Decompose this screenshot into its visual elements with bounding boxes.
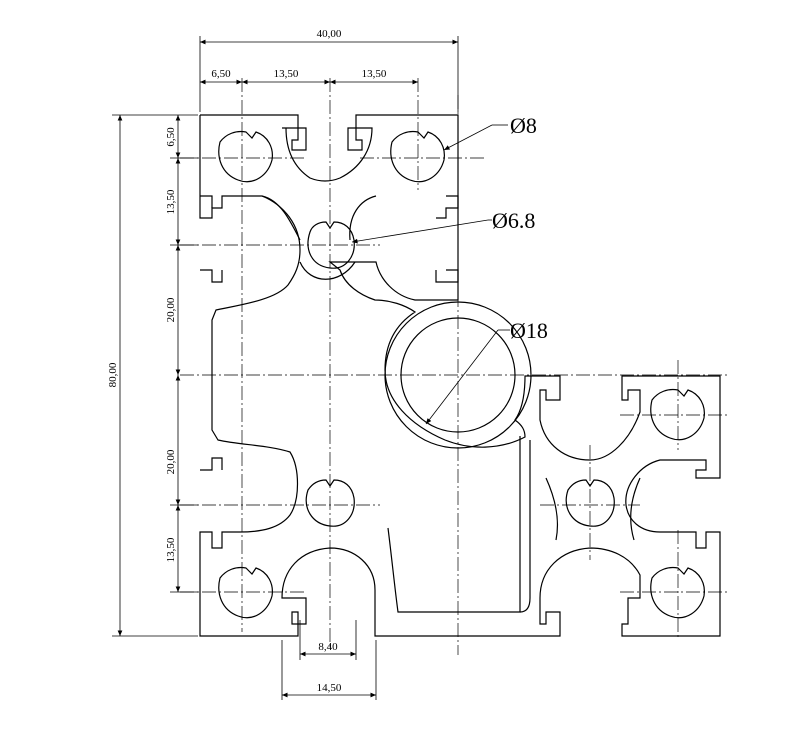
- dim-left-offset: 6,50: [211, 68, 231, 80]
- hole-bottom-left: [218, 566, 273, 619]
- dim-pitch-a: 13,50: [274, 68, 299, 80]
- hole-top-left: [218, 130, 273, 183]
- hole-right-top: [650, 388, 705, 441]
- callout-labels: Ø8 Ø6.8 Ø18: [492, 113, 548, 343]
- dim-top-offset: 6,50: [165, 127, 177, 147]
- dim-overall-height: 80,00: [107, 362, 119, 387]
- dim-overall-width: 40,00: [317, 28, 342, 40]
- callout-hole-small: Ø6.8: [492, 208, 535, 233]
- dim-vertical-c: 20,00: [165, 449, 177, 474]
- callout-leaders: [351, 124, 510, 425]
- dim-slot-outer-width: 14,50: [317, 682, 342, 694]
- dim-vertical-d: 13,50: [165, 537, 177, 562]
- dim-slot-width: 8,40: [318, 641, 338, 653]
- hole-right-mid: [565, 479, 615, 527]
- dim-pitch-b: 13,50: [362, 68, 387, 80]
- mounting-holes: [218, 130, 705, 619]
- dimension-labels: 40,00 6,50 13,50 13,50 6,50 13,50 20,00 …: [107, 28, 387, 694]
- callout-core-bore: Ø18: [510, 318, 548, 343]
- center-lines: [180, 78, 730, 655]
- hole-mid-bottom: [305, 479, 355, 527]
- dim-vertical-a: 13,50: [165, 189, 177, 214]
- hole-right-bottom: [650, 566, 705, 619]
- callout-hole-large: Ø8: [510, 113, 537, 138]
- dimension-lines: [112, 36, 459, 700]
- hole-top-right: [390, 130, 445, 183]
- profile-outline: [199, 114, 721, 637]
- dim-vertical-b: 20,00: [165, 297, 177, 322]
